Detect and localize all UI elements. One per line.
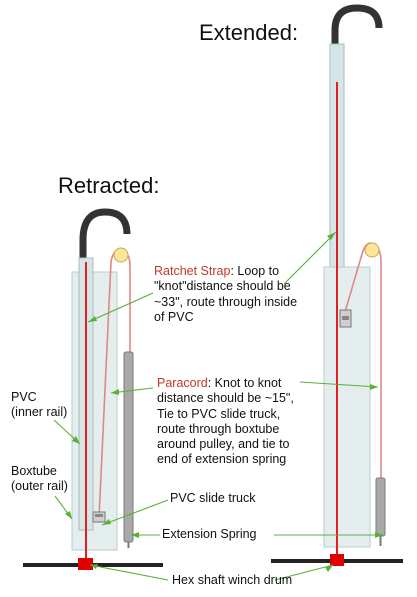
arrow-paracord-extended <box>370 384 378 390</box>
slide-truck-label: PVC slide truck <box>170 491 256 505</box>
paracord-line5: around pulley, and tie to <box>157 437 290 451</box>
extended-winch-drum <box>330 554 344 566</box>
leader-ratchet-extended <box>283 231 337 285</box>
ratchet-strap-line4: of PVC <box>154 309 194 324</box>
extended-assembly <box>271 4 403 566</box>
paracord-line2: distance should be ~15", <box>157 391 294 406</box>
boxtube-label-line2: (outer rail) <box>11 479 68 494</box>
leader-slide-truck <box>101 499 169 526</box>
retracted-title: Retracted: <box>58 173 160 198</box>
arrow-ratchet-extended <box>327 232 336 240</box>
arrow-spring-retracted <box>131 532 139 538</box>
retracted-hook <box>79 208 131 262</box>
arrow-winch-retracted <box>90 564 98 569</box>
pvc-label: PVC (inner rail) <box>11 390 67 421</box>
retracted-winch-drum <box>78 558 93 570</box>
paracord-line4: route through boxtube <box>157 421 280 436</box>
boxtube-label: Boxtube (outer rail) <box>11 464 68 495</box>
paracord-line3: Tie to PVC slide truck, <box>157 406 281 421</box>
extended-title: Extended: <box>199 20 299 45</box>
ratchet-strap-name: Ratchet Strap <box>154 264 231 278</box>
ratchet-strap-line1: : Loop to <box>230 264 280 278</box>
pvc-label-line2: (inner rail) <box>11 405 68 420</box>
leader-paracord-extended <box>299 381 379 388</box>
ratchet-strap-line2: "knot"distance should be <box>154 279 291 294</box>
extended-slide-truck-detail <box>342 316 349 320</box>
ratchet-strap-line3: ~33", route through inside <box>154 294 298 309</box>
leader-winch-retracted <box>89 564 169 581</box>
arrow-boxtube <box>65 511 72 519</box>
arrow-spring-extended <box>375 532 383 538</box>
extension-spring-label: Extension Spring <box>162 527 257 541</box>
leader-winch-extended <box>274 564 334 581</box>
leader-ratchet-retracted <box>87 292 154 323</box>
boxtube-label-line1: Boxtube <box>11 464 57 478</box>
retracted-slide-truck-detail <box>95 514 103 517</box>
extended-hook <box>331 4 383 82</box>
paracord-line1: : Knot to knot <box>207 376 282 390</box>
arrow-winch-extended <box>325 565 333 572</box>
extended-pulley <box>364 242 380 258</box>
retracted-pulley <box>113 247 129 263</box>
arrow-pvc <box>72 436 80 444</box>
winch-label: Hex shaft winch drum <box>172 573 293 587</box>
paracord-name: Paracord <box>157 376 208 390</box>
leader-arrowheads <box>65 232 383 572</box>
arrow-slide-truck <box>102 519 111 525</box>
arrow-paracord-retracted <box>111 389 119 395</box>
pvc-label-line1: PVC <box>11 390 37 404</box>
extended-boxtube <box>323 266 371 548</box>
ratchet-strap-label: Ratchet Strap: Loop to "knot"distance sh… <box>154 264 297 325</box>
paracord-line6: end of extension spring <box>157 452 287 467</box>
paracord-label: Paracord: Knot to knot distance should b… <box>157 376 294 468</box>
extended-extension-spring <box>375 477 386 537</box>
arrow-ratchet-retracted <box>88 316 97 322</box>
